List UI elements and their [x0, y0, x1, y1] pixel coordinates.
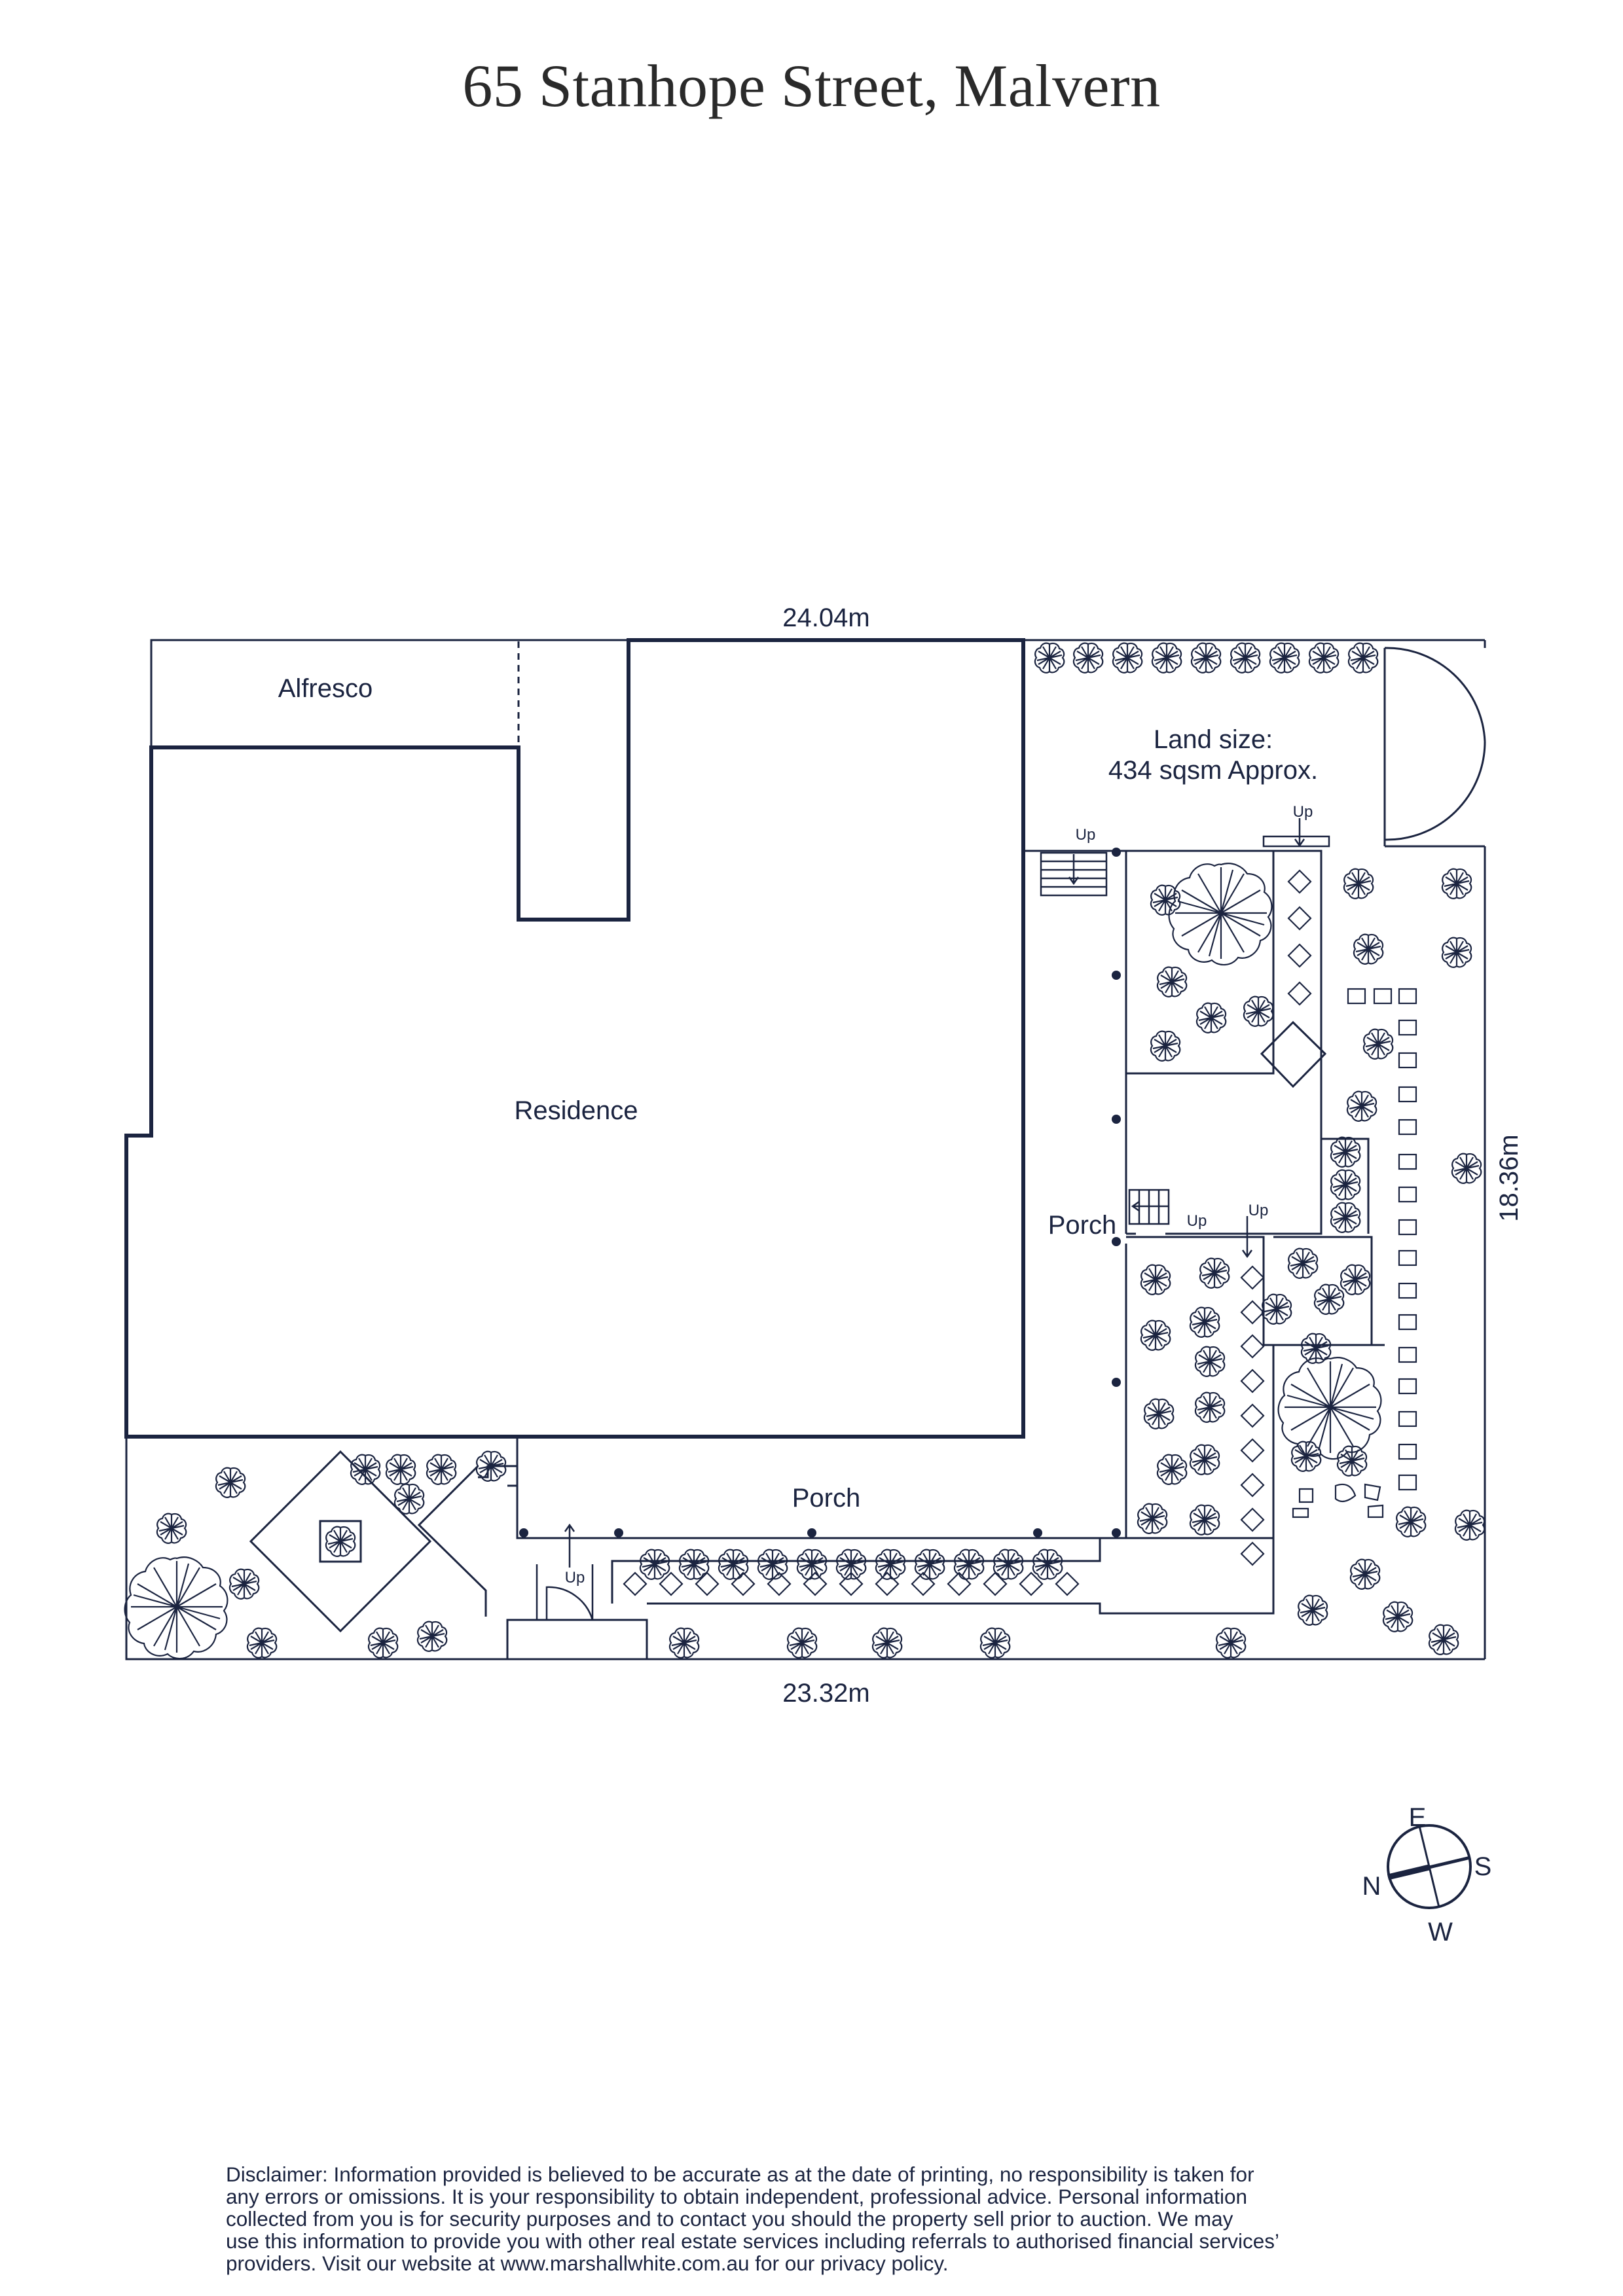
- disclaimer-line: use this information to provide you with…: [226, 2229, 1280, 2253]
- tree-icon: [124, 863, 1382, 1660]
- room-label-porch-side: Porch: [1048, 1211, 1117, 1240]
- dimension-bottom: 23.32m: [782, 1679, 869, 1708]
- compass: E S N W: [1362, 1803, 1492, 1946]
- compass-w: W: [1428, 1918, 1453, 1946]
- dimension-top: 24.04m: [782, 603, 869, 632]
- disclaimer-line: any errors or omissions. It is your resp…: [226, 2185, 1248, 2208]
- post-icon: [519, 848, 1121, 1537]
- stair-up-label: Up: [1076, 826, 1096, 844]
- plan-labels: 24.04m 23.32m 18.36m Alfresco Residence …: [278, 603, 1523, 1708]
- compass-n: N: [1362, 1872, 1381, 1901]
- land-size-label: Land size:: [1154, 725, 1273, 754]
- residence-outline: [124, 638, 1025, 1439]
- stair-up-label: Up: [1187, 1212, 1207, 1230]
- land-size-value: 434 sqsm Approx.: [1108, 756, 1318, 785]
- disclaimer: Disclaimer: Information provided is beli…: [226, 2163, 1404, 2274]
- room-label-alfresco: Alfresco: [278, 674, 373, 703]
- room-label-porch-front: Porch: [792, 1484, 861, 1513]
- page-title: 65 Stanhope Street, Malvern: [462, 52, 1161, 119]
- disclaimer-line: collected from you is for security purpo…: [226, 2207, 1233, 2231]
- paver-icon: [1292, 988, 1417, 1518]
- disclaimer-line: providers. Visit our website at www.mars…: [226, 2251, 949, 2275]
- compass-e: E: [1409, 1803, 1427, 1832]
- up-arrow-icon: [564, 818, 1305, 1568]
- door-swing-icon: [1383, 640, 1486, 846]
- stair-up-label: Up: [1293, 803, 1313, 821]
- stair-up-label: Up: [565, 1569, 585, 1587]
- dimension-right: 18.36m: [1495, 1134, 1523, 1221]
- garden-feature: [249, 1020, 1327, 1633]
- compass-s: S: [1474, 1852, 1492, 1881]
- room-label-residence: Residence: [514, 1096, 638, 1125]
- disclaimer-line: Disclaimer: Information provided is beli…: [226, 2162, 1254, 2186]
- stair-up-label: Up: [1249, 1202, 1269, 1219]
